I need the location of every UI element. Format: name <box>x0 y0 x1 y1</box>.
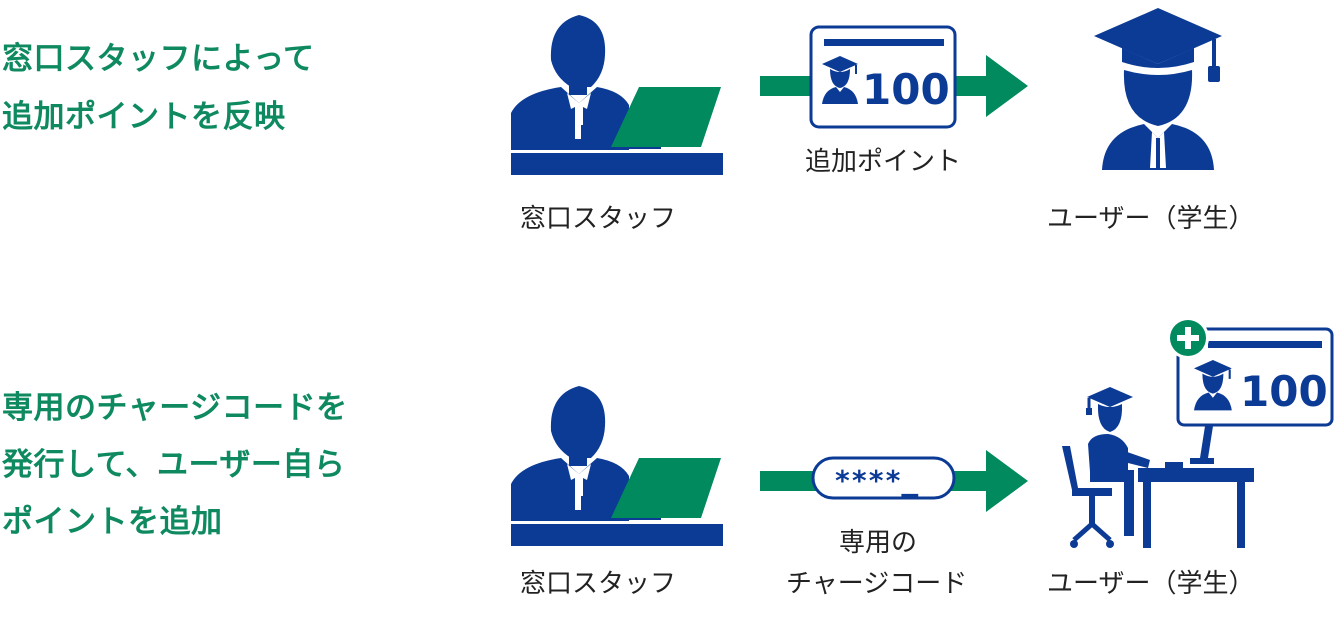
row1-heading-line2: 追加ポイントを反映 <box>2 99 286 135</box>
row2-staff-icon <box>511 386 723 546</box>
row2-graduate-at-desk-icon <box>1062 387 1254 548</box>
row1-arrow-label: 追加ポイント <box>805 147 962 177</box>
row2-code-mask: ****_ <box>834 464 918 497</box>
row2-arrow-label-line2: チャージコード <box>786 569 968 599</box>
row2-charge-code-field-icon: ****_ <box>811 456 956 500</box>
row2-user-label: ユーザー（学生） <box>1047 569 1255 599</box>
row2-point-card-icon: 100 <box>1176 327 1334 427</box>
row1-staff-icon <box>511 15 723 175</box>
row2-heading-line1: 専用のチャージコードを <box>2 390 348 426</box>
plus-badge-icon <box>1167 317 1209 359</box>
row1-graduate-icon <box>1092 6 1224 172</box>
row1-point-card-icon: 100 <box>809 25 957 129</box>
row1-heading-line1: 窓口スタッフによって <box>2 41 315 77</box>
row2-heading-line2: 発行して、ユーザー自ら <box>2 447 346 483</box>
row2-arrow-label-line1: 専用の <box>839 528 918 558</box>
row2-heading-line3: ポイントを追加 <box>2 504 223 540</box>
row2-card-points: 100 <box>1240 367 1328 416</box>
row2-staff-label: 窓口スタッフ <box>520 569 677 599</box>
row1-staff-label: 窓口スタッフ <box>520 204 677 234</box>
row1-user-label: ユーザー（学生） <box>1047 204 1255 234</box>
row1-card-points: 100 <box>862 65 950 114</box>
